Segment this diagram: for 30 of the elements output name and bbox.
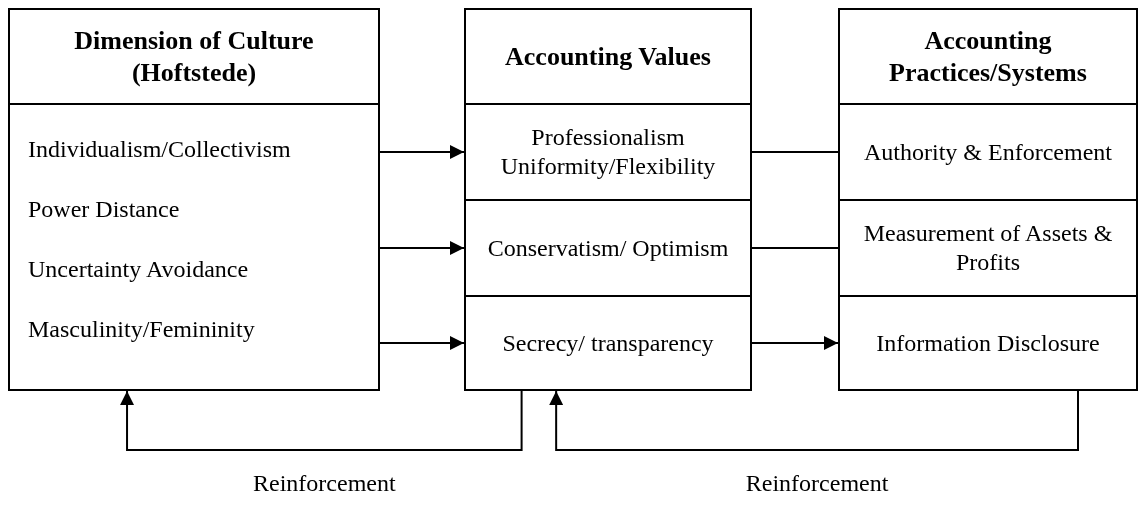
header-text: Accounting Values bbox=[505, 40, 711, 73]
arrow bbox=[120, 390, 523, 451]
item-text: Professionalism bbox=[531, 123, 685, 152]
value-box bbox=[838, 199, 1138, 297]
header-box bbox=[838, 8, 1138, 105]
header-text: Accounting Practices/Systems bbox=[888, 25, 1088, 88]
arrow bbox=[549, 390, 1079, 451]
value-box bbox=[464, 103, 752, 201]
value-box bbox=[464, 295, 752, 391]
header-box bbox=[464, 8, 752, 105]
item-text: Conservatism/ Optimism bbox=[487, 233, 729, 263]
item-text: Individualism/Collectivism bbox=[28, 134, 291, 164]
item-text: Measurement of Assets & Profits bbox=[862, 219, 1114, 277]
value-box bbox=[464, 199, 752, 297]
header-text: Dimension of Culture (Hoftstede) bbox=[73, 25, 315, 88]
item-text: Masculinity/Femininity bbox=[28, 314, 255, 344]
item-text: Authority & Enforcement bbox=[864, 137, 1112, 167]
item-text: Information Disclosure bbox=[876, 328, 1100, 358]
arrow bbox=[379, 241, 465, 255]
item-text: Secrecy/ transparency bbox=[502, 328, 714, 358]
item-text: Uniformity/Flexibility bbox=[500, 152, 716, 181]
value-box bbox=[838, 295, 1138, 391]
item-text: Power Distance bbox=[28, 194, 180, 224]
item-text: Uncertainty Avoidance bbox=[28, 254, 249, 284]
arrow bbox=[379, 336, 465, 350]
header-box bbox=[8, 8, 380, 105]
list-box bbox=[8, 103, 380, 391]
arrow bbox=[751, 336, 839, 350]
arrow bbox=[379, 145, 465, 159]
value-box bbox=[838, 103, 1138, 201]
